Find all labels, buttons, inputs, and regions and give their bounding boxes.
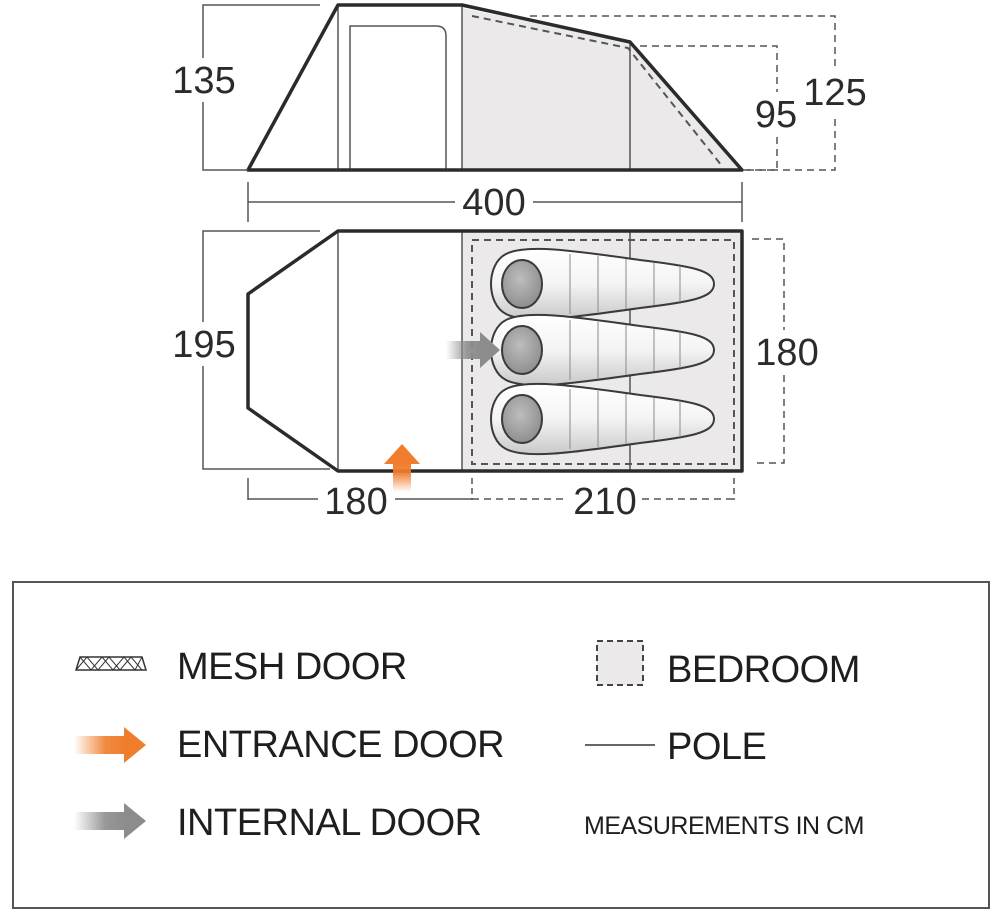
internal-door-arrow xyxy=(446,332,500,368)
side-elevation xyxy=(168,3,868,172)
label-180-width: 180 xyxy=(755,332,818,374)
label-135: 135 xyxy=(172,60,235,102)
legend-entrance-door-label: ENTRANCE DOOR xyxy=(177,724,505,766)
gray-arrow-icon xyxy=(74,803,146,839)
side-bedroom-area xyxy=(462,8,740,170)
legend-bedroom-label: BEDROOM xyxy=(667,649,860,691)
side-bedroom-dashed-outline xyxy=(471,15,723,167)
sleeping-bag xyxy=(490,247,716,321)
legend-pole-label: POLE xyxy=(667,726,767,768)
dim-line-125 xyxy=(530,15,836,171)
legend-measurements-note: MEASUREMENTS IN CM xyxy=(584,812,864,840)
label-180-length: 180 xyxy=(324,481,387,523)
label-125: 125 xyxy=(803,72,866,114)
label-400: 400 xyxy=(462,182,525,224)
legend-box xyxy=(12,581,990,909)
plan-tent-outline xyxy=(246,229,744,473)
orange-arrow-icon xyxy=(74,727,146,763)
dim-400 xyxy=(247,182,743,222)
dim-line-180-length xyxy=(247,478,472,500)
mesh-door-icon xyxy=(74,656,148,671)
side-tent-outline xyxy=(246,3,744,172)
plan-view xyxy=(168,229,822,500)
label-195: 195 xyxy=(172,324,235,366)
sleeping-bag xyxy=(490,313,716,387)
legend-mesh-door-label: MESH DOOR xyxy=(177,646,407,688)
legend-internal-door-label: INTERNAL DOOR xyxy=(177,802,482,844)
sleeping-bag xyxy=(490,382,716,456)
dashed-square-icon xyxy=(596,640,644,686)
label-210: 210 xyxy=(573,481,636,523)
side-porch-panel xyxy=(349,25,447,170)
dim-line-210 xyxy=(471,478,735,500)
line-icon xyxy=(585,744,655,746)
label-95: 95 xyxy=(755,94,797,136)
entrance-door-arrow xyxy=(384,444,420,492)
tent-floor-plan-diagram: 135 125 95 400 195 180 180 210 xyxy=(168,3,868,523)
plan-bedroom-dashed-outline xyxy=(471,239,735,465)
